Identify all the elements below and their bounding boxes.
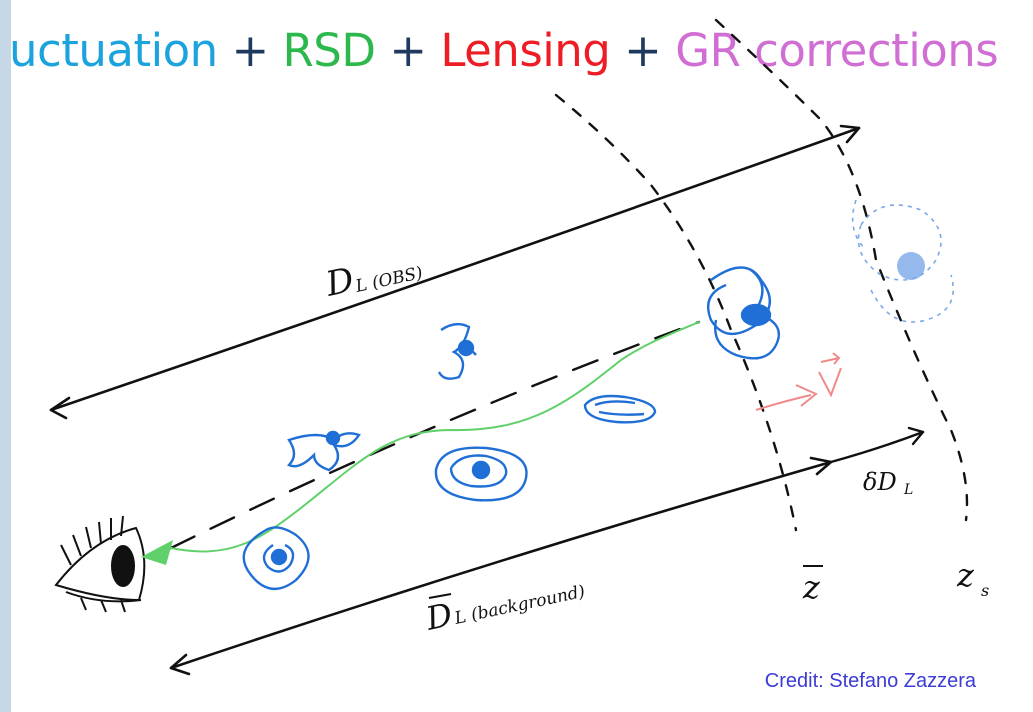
title-gr-corrections: GR corrections xyxy=(675,24,999,77)
galaxy-icon xyxy=(242,266,781,590)
distant-galaxy xyxy=(851,199,955,323)
photon-arrow-icon xyxy=(141,540,173,565)
slide: uctuation + RSD + Lensing + GR correctio… xyxy=(9,0,1033,712)
delta-dl-line xyxy=(829,430,925,464)
dl-bg-arrowhead-left xyxy=(169,653,191,676)
sketch-diagram: D L (OBS) D L (background) δD L z z s xyxy=(49,18,989,676)
galaxy-3 xyxy=(583,394,657,424)
z-bar-surface xyxy=(554,93,798,532)
dl-obs-arrowhead-left xyxy=(49,396,71,420)
galaxy-5 xyxy=(437,322,477,380)
galaxy-4 xyxy=(286,430,361,472)
delta-dl-label: δD xyxy=(863,468,897,496)
dl-obs-arrowhead-right xyxy=(839,124,861,144)
galaxy-2 xyxy=(434,446,528,502)
line-of-sight-dashed xyxy=(169,320,701,550)
label-z-s: z s xyxy=(956,556,989,600)
title-lensing: Lensing xyxy=(440,24,611,77)
label-delta-dl: δD L xyxy=(863,468,913,498)
title-plus-2: + xyxy=(375,24,441,77)
z-s-sub: s xyxy=(981,581,989,600)
credit-text: Credit: Stefano Zazzera xyxy=(764,670,976,692)
galaxy-1 xyxy=(242,526,310,590)
label-dl-background: D L (background) xyxy=(422,582,587,638)
title-plus-3: + xyxy=(610,24,676,77)
zs-surface xyxy=(714,18,969,522)
photon-path xyxy=(170,321,700,553)
title-rsd: RSD xyxy=(282,24,376,77)
delta-dl-sub: L xyxy=(903,482,913,498)
z-s-label: z xyxy=(956,556,975,594)
z-bar-label: z xyxy=(802,568,821,606)
dl-bg-label: D xyxy=(422,595,456,638)
dl-bg-sub: L (background) xyxy=(452,582,587,629)
title-plus-1: + xyxy=(217,24,283,77)
dl-obs-sub: L (OBS) xyxy=(353,263,425,297)
label-z-bar: z xyxy=(802,565,823,606)
velocity-arrow-icon xyxy=(755,352,842,411)
slide-left-band xyxy=(0,0,11,712)
title-fluctuation: uctuation xyxy=(9,24,218,77)
galaxy-6 xyxy=(706,266,781,360)
slide-title: uctuation + RSD + Lensing + GR correctio… xyxy=(9,22,999,80)
dl-obs-label: D xyxy=(322,260,358,305)
eye-icon xyxy=(54,515,146,613)
dl-obs-line xyxy=(49,126,861,412)
dl-background-line xyxy=(169,460,833,670)
delta-dl-arrowhead xyxy=(907,426,925,446)
